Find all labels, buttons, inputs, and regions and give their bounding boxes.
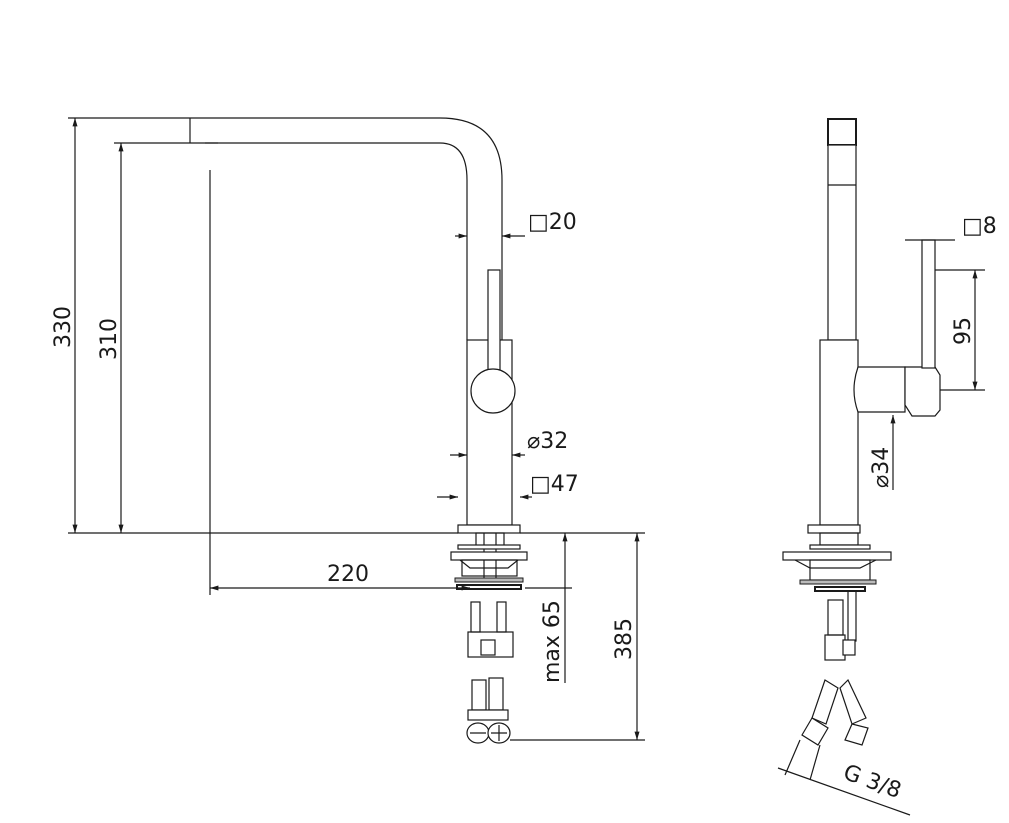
dim-side-body-diameter: ⌀34: [869, 447, 894, 488]
dim-body-diameter: ⌀32: [527, 429, 568, 454]
dim-thread: G 3/8: [840, 760, 904, 804]
dim-spout-height: 310: [97, 318, 122, 360]
dim-spout-section: □20: [528, 210, 577, 235]
dim-total-height: 330: [51, 306, 76, 348]
mounting-kit: [450, 532, 528, 744]
dim-reach: 220: [327, 562, 369, 587]
side-view: □8 95 ⌀34 G 3/8: [777, 118, 997, 816]
front-dimensions: [68, 117, 645, 741]
faucet-body: [457, 269, 521, 534]
lever-knob: [470, 368, 516, 414]
dim-base-section: □47: [530, 472, 579, 497]
dim-lever-length: 95: [951, 317, 976, 345]
faucet-spout: [189, 117, 503, 340]
dim-hose-length: 385: [612, 618, 637, 660]
front-view: 330 310 220 □20 ⌀32 □47 max 65 385: [51, 117, 645, 744]
dim-lever-section: □8: [962, 214, 997, 239]
dim-max-deck: max 65: [540, 600, 565, 683]
